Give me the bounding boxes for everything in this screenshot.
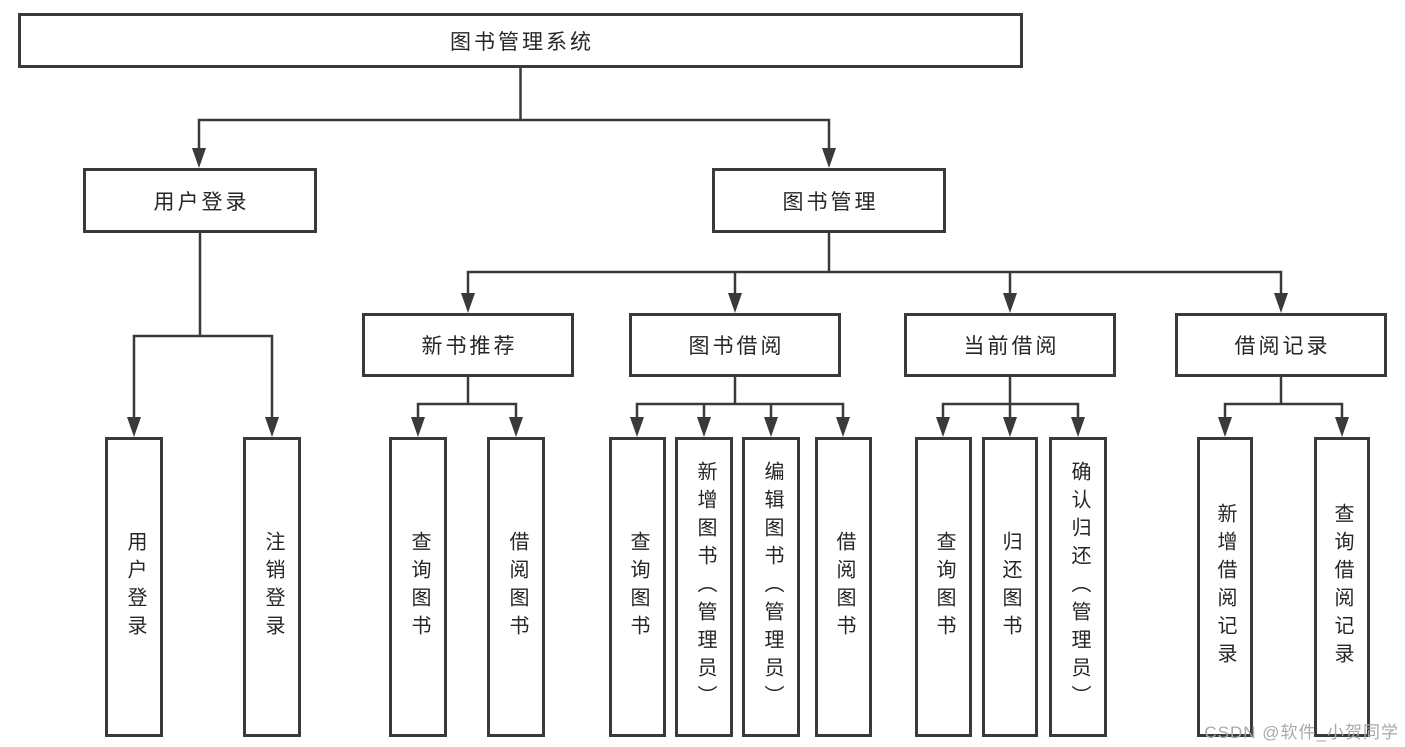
node-current-borrow: 当前借阅 (904, 313, 1116, 377)
leaf-borrow-borrow-books: 借阅图书 (815, 437, 872, 737)
leaf-records-query-record: 查询借阅记录 (1314, 437, 1370, 737)
node-root-system: 图书管理系统 (18, 13, 1023, 68)
leaf-recommend-query-books: 查询图书 (389, 437, 447, 737)
node-book-management: 图书管理 (712, 168, 946, 233)
leaf-borrow-add-books-admin: 新增图书（管理员） (675, 437, 733, 737)
node-new-book-recommend: 新书推荐 (362, 313, 574, 377)
leaf-current-query-books: 查询图书 (915, 437, 972, 737)
node-book-borrow: 图书借阅 (629, 313, 841, 377)
leaf-current-confirm-return-admin: 确认归还（管理员） (1049, 437, 1107, 737)
leaf-records-add-record: 新增借阅记录 (1197, 437, 1253, 737)
node-borrow-records: 借阅记录 (1175, 313, 1387, 377)
leaf-current-return-books: 归还图书 (982, 437, 1038, 737)
leaf-recommend-borrow-books: 借阅图书 (487, 437, 545, 737)
leaf-borrow-edit-books-admin: 编辑图书（管理员） (742, 437, 800, 737)
leaf-user-login: 用户登录 (105, 437, 163, 737)
node-user-login: 用户登录 (83, 168, 317, 233)
leaf-borrow-query-books: 查询图书 (609, 437, 666, 737)
leaf-logout: 注销登录 (243, 437, 301, 737)
csdn-watermark: CSDN @软件_小贺同学 (1204, 723, 1399, 742)
